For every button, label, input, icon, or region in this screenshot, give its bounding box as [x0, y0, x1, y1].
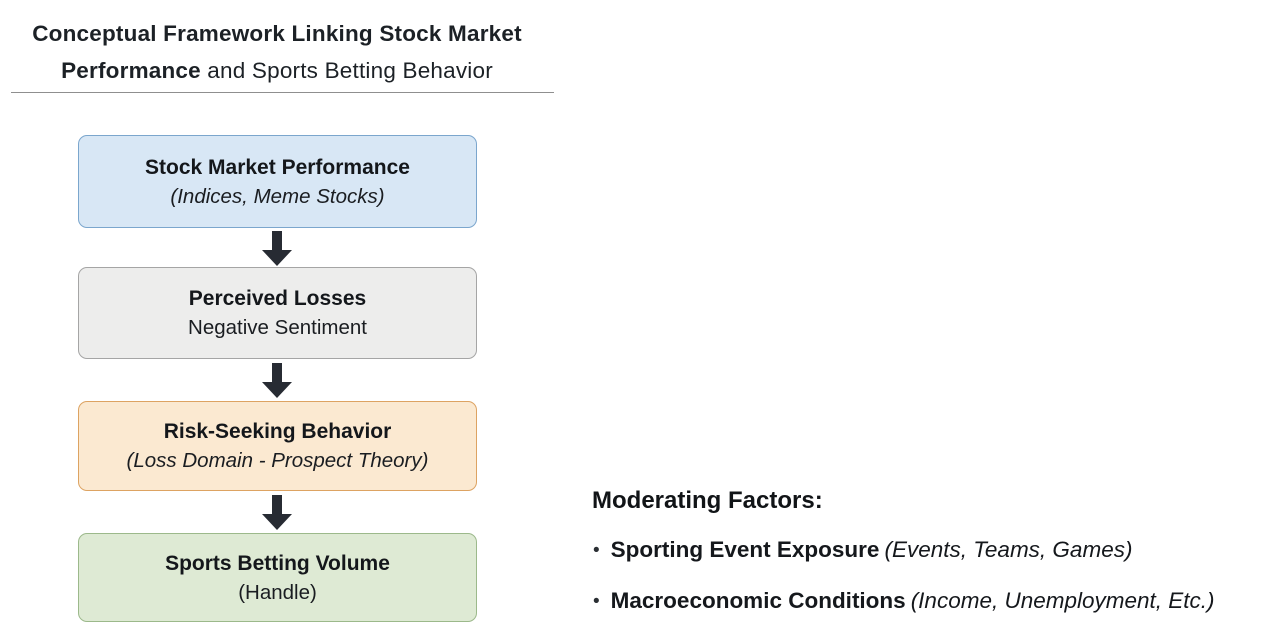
flow-box-perceived-losses: Perceived Losses Negative Sentiment [78, 267, 477, 359]
moderating-item-bold: Macroeconomic Conditions [610, 588, 906, 613]
flow-box-subtext: Negative Sentiment [188, 316, 367, 339]
flow-box-risk-seeking-behavior: Risk-Seeking Behavior (Loss Domain - Pro… [78, 401, 477, 491]
moderating-item-bold: Sporting Event Exposure [610, 537, 880, 562]
flow-box-heading: Sports Betting Volume [165, 551, 390, 575]
arrow-head [262, 514, 292, 530]
moderating-item-italic: (Events, Teams, Games) [884, 537, 1133, 562]
moderating-factor-item: • Macroeconomic Conditions(Income, Unempl… [593, 588, 1215, 614]
title-line-2-rest: and Sports Betting Behavior [200, 58, 493, 83]
flow-box-heading: Stock Market Performance [145, 155, 410, 179]
down-arrow [262, 495, 292, 530]
flow-box-stock-market-performance: Stock Market Performance (Indices, Meme … [78, 135, 477, 228]
moderating-factor-item: • Sporting Event Exposure(Events, Teams, … [593, 537, 1132, 563]
title-divider [11, 92, 554, 93]
moderating-factors-heading: Moderating Factors: [592, 487, 823, 514]
flow-box-heading: Risk-Seeking Behavior [163, 420, 392, 443]
arrow-stem [272, 363, 282, 382]
arrow-head [262, 382, 292, 398]
arrow-stem [272, 495, 282, 514]
flow-box-subtext: (Loss Domain - Prospect Theory) [126, 449, 429, 472]
flow-box-subtext: (Handle) [238, 580, 317, 604]
moderating-item-italic: (Income, Unemployment, Etc.) [910, 588, 1215, 613]
arrow-head [262, 250, 292, 266]
title-line-1: Conceptual Framework Linking Stock Marke… [6, 15, 548, 52]
flow-box-sports-betting-volume: Sports Betting Volume (Handle) [78, 533, 477, 622]
bullet-icon: • [593, 540, 600, 561]
diagram-title: Conceptual Framework Linking Stock Marke… [6, 15, 548, 89]
down-arrow [262, 231, 292, 266]
title-line-1-text: Conceptual Framework Linking Stock Marke… [32, 21, 522, 46]
title-line-2: Performance and Sports Betting Behavior [6, 52, 548, 89]
flow-box-subtext: (Indices, Meme Stocks) [170, 184, 385, 208]
bullet-icon: • [593, 591, 600, 612]
arrow-stem [272, 231, 282, 250]
title-line-2-bold: Performance [61, 58, 201, 83]
down-arrow [262, 363, 292, 398]
flow-box-heading: Perceived Losses [188, 287, 367, 310]
